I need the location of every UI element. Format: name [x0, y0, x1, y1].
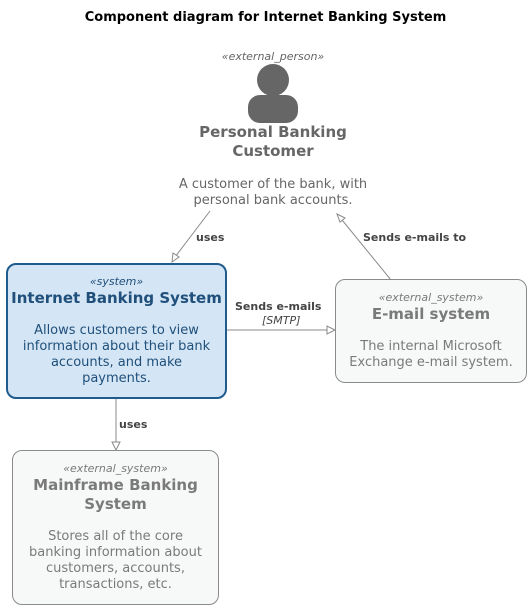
mainframe-stereotype: «external_system» [63, 462, 168, 475]
ibs-name: Internet Banking System [11, 289, 222, 307]
arrowhead-email [326, 325, 337, 335]
person-icon [248, 64, 298, 123]
arrowhead-mainframe [111, 441, 121, 452]
label-ibs-uses-mainframe: uses [119, 418, 148, 431]
mainframe-banking-system[interactable]: «external_system» Mainframe Banking Syst… [12, 450, 219, 605]
ibs-description: Allows customers to view information abo… [22, 323, 211, 386]
diagram-title: Component diagram for Internet Banking S… [84, 10, 447, 25]
email-stereotype: «external_system» [378, 291, 484, 304]
edge-email-to-customer [337, 214, 392, 281]
label-smtp-technology: [SMTP] [262, 314, 301, 327]
edge-customer-to-ibs [171, 210, 211, 262]
arrowhead-customer [336, 212, 346, 223]
mainframe-name: Mainframe Banking System [33, 476, 198, 513]
person-name: Personal Banking Customer [199, 123, 347, 160]
label-sends-emails-to: Sends e-mails to [363, 231, 467, 244]
label-customer-uses: uses [196, 231, 225, 244]
person-stereotype: «external_person» [221, 50, 325, 63]
internet-banking-system[interactable]: «system» Internet Banking System Allows … [6, 263, 227, 399]
mainframe-description: Stores all of the core banking informati… [29, 529, 202, 592]
email-name: E-mail system [371, 305, 491, 323]
arrowhead-ibs [171, 252, 180, 264]
ibs-stereotype: «system» [89, 275, 144, 288]
person-description: A customer of the bank, with personal ba… [178, 177, 368, 208]
email-description: The internal Microsoft Exchange e-mail s… [349, 339, 513, 370]
personal-banking-customer[interactable]: «external_person» Personal Banking Custo… [160, 50, 386, 209]
email-system[interactable]: «external_system» E-mail system The inte… [335, 279, 527, 383]
label-sends-emails: Sends e-mails [235, 300, 322, 313]
